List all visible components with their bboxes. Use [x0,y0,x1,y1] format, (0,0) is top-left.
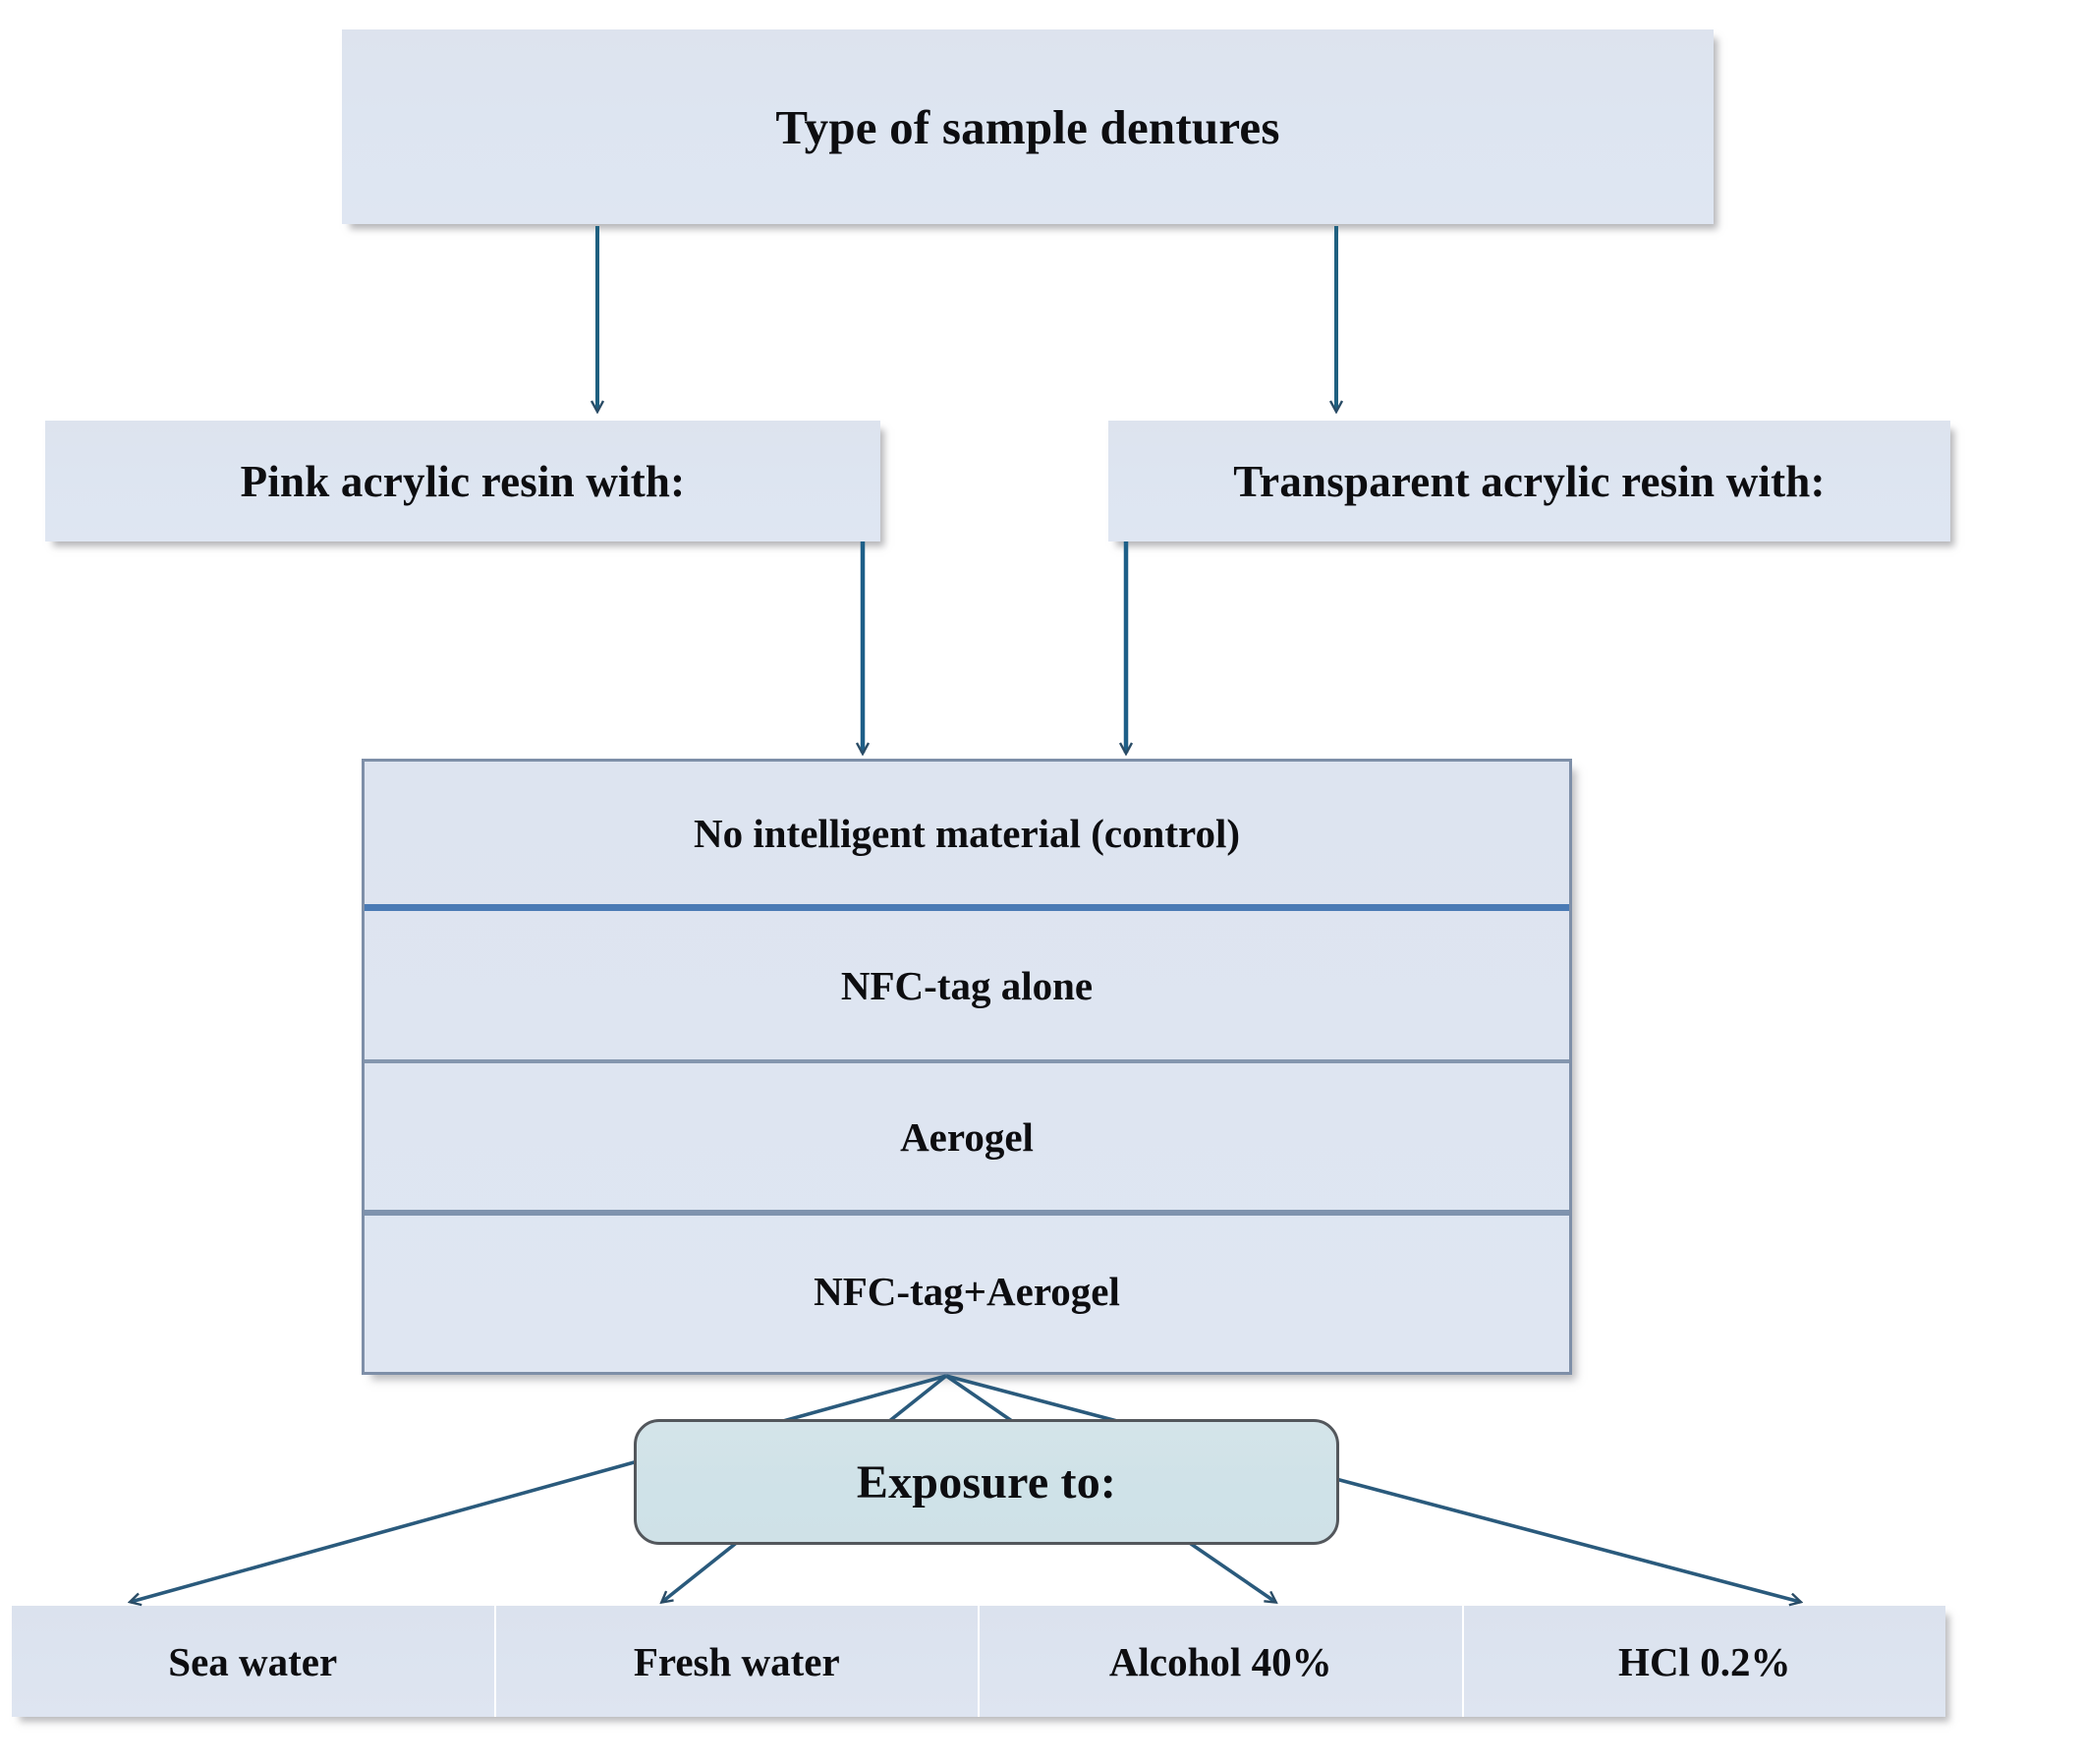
material-group-stack: No intelligent material (control) NFC-ta… [362,759,1572,1375]
stack-row-label: No intelligent material (control) [693,810,1241,856]
exposure-media-row: Sea water Fresh water Alcohol 40% HCl 0.… [12,1606,1945,1717]
node-label: Exposure to: [856,1455,1117,1508]
media-cell-sea-water: Sea water [12,1606,496,1717]
node-label: Pink acrylic resin with: [240,456,686,506]
stack-row-nfc-tag-alone: NFC-tag alone [365,911,1569,1063]
node-transparent-acrylic-resin: Transparent acrylic resin with: [1108,421,1950,541]
media-label: HCl 0.2% [1618,1638,1791,1684]
node-sample-denture-type: Type of sample dentures [342,29,1714,224]
stack-row-control: No intelligent material (control) [365,762,1569,911]
node-exposure-to: Exposure to: [634,1419,1339,1545]
media-cell-fresh-water: Fresh water [496,1606,980,1717]
media-cell-alcohol: Alcohol 40% [980,1606,1464,1717]
node-label: Transparent acrylic resin with: [1233,456,1826,506]
stack-row-label: NFC-tag+Aerogel [814,1268,1120,1314]
media-label: Fresh water [633,1638,840,1684]
node-label: Type of sample dentures [775,99,1280,154]
stack-row-label: NFC-tag alone [840,962,1094,1008]
stack-row-aerogel: Aerogel [365,1063,1569,1216]
media-label: Alcohol 40% [1108,1638,1332,1684]
stack-row-nfc-tag-plus-aerogel: NFC-tag+Aerogel [365,1216,1569,1366]
media-label: Sea water [168,1638,338,1684]
node-pink-acrylic-resin: Pink acrylic resin with: [45,421,880,541]
media-cell-hcl: HCl 0.2% [1464,1606,1946,1717]
stack-row-label: Aerogel [900,1113,1034,1160]
